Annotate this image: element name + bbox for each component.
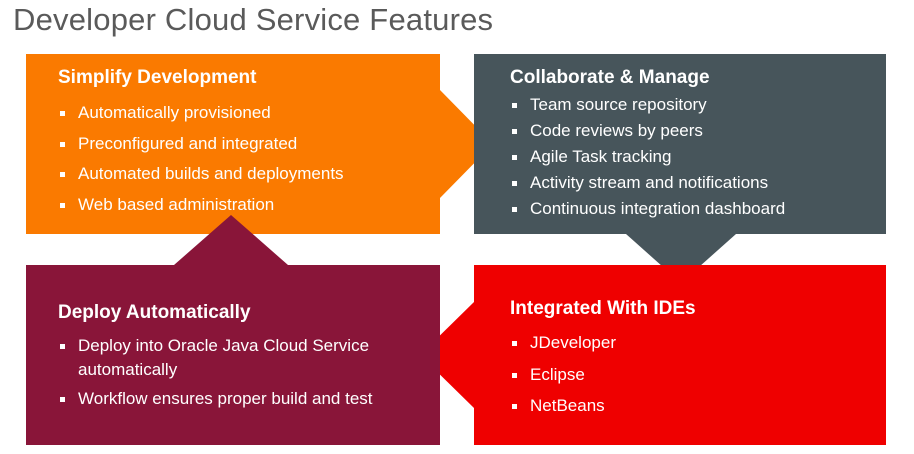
collaborate-shape: [474, 54, 886, 283]
feature-item: Eclipse: [510, 359, 880, 391]
feature-item: Automated builds and deployments: [58, 159, 428, 190]
feature-item: Code reviews by peers: [510, 118, 880, 144]
slide-title: Developer Cloud Service Features: [13, 2, 494, 37]
feature-item: Web based administration: [58, 190, 428, 221]
feature-item: NetBeans: [510, 390, 880, 422]
collaborate-manage-panel: Collaborate & Manage Team source reposit…: [510, 66, 880, 222]
panel-heading: Collaborate & Manage: [510, 67, 710, 88]
feature-list: Deploy into Oracle Java Cloud Service au…: [58, 334, 428, 411]
deploy-automatically-panel: Deploy Automatically Deploy into Oracle …: [58, 301, 428, 416]
panel-heading: Simplify Development: [58, 67, 257, 88]
panel-heading: Deploy Automatically: [58, 302, 251, 323]
deploy-shape: [26, 215, 440, 445]
simplify-development-panel: Simplify Development Automatically provi…: [58, 66, 428, 220]
feature-item: Activity stream and notifications: [510, 170, 880, 196]
feature-item: JDeveloper: [510, 327, 880, 359]
feature-item: Preconfigured and integrated: [58, 129, 428, 160]
feature-item: Workflow ensures proper build and test: [58, 387, 428, 411]
ides-shape: [420, 265, 886, 445]
feature-item: Automatically provisioned: [58, 98, 428, 129]
feature-item: Deploy into Oracle Java Cloud Service au…: [58, 334, 428, 382]
panel-heading: Integrated With IDEs: [510, 298, 696, 319]
feature-item: Continuous integration dashboard: [510, 196, 880, 222]
feature-item: Agile Task tracking: [510, 144, 880, 170]
feature-item: Team source repository: [510, 92, 880, 118]
simplify-shape: [26, 54, 493, 234]
